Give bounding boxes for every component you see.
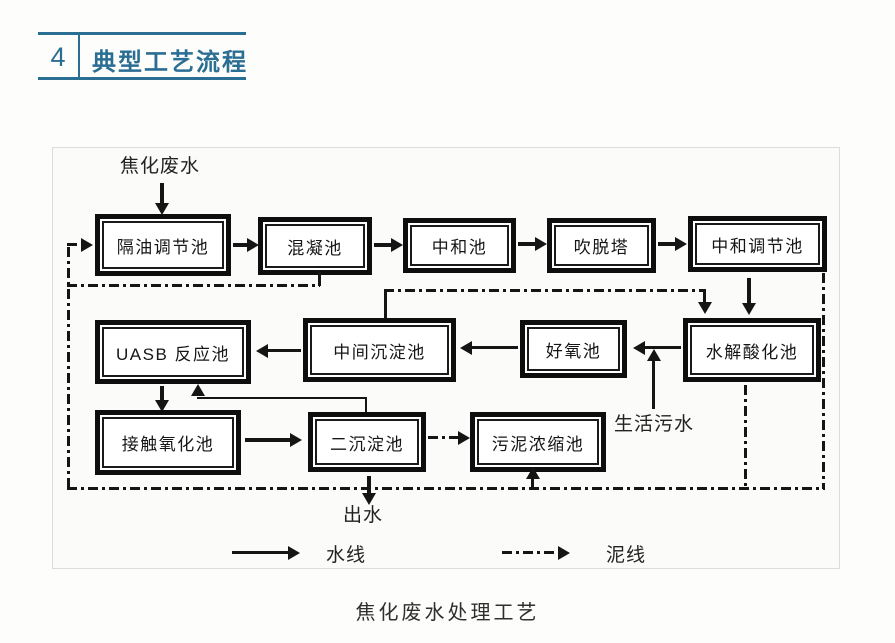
flow-arrowhead-icon — [535, 237, 547, 251]
sludge-line-branch — [67, 284, 320, 287]
domestic-sewage-label: 生活污水 — [614, 414, 695, 435]
legend-sludge-label: 泥线 — [606, 545, 647, 566]
return-line — [197, 397, 367, 399]
box-stripping-tower: 吹脱塔 — [547, 218, 656, 273]
flow-arrowhead-icon — [391, 238, 403, 252]
header-bottom-rule — [38, 77, 246, 80]
flow-arrowhead-icon — [290, 433, 302, 447]
box-coagulation-tank: 混凝池 — [258, 217, 372, 275]
box-aerobic-tank: 好氧池 — [520, 320, 627, 378]
effluent-label: 出水 — [343, 505, 384, 526]
flow-arrowhead-icon — [460, 341, 472, 355]
box-uasb-reactor: UASB 反应池 — [95, 320, 251, 384]
box-sludge-thickening-tank: 污泥浓缩池 — [470, 412, 606, 472]
intermediate-sludge-riser — [384, 292, 387, 318]
influent-arrow-line — [160, 183, 164, 207]
sludge-line-left-vertical — [67, 247, 70, 489]
flow-arrowhead-icon — [742, 303, 756, 315]
box-label: 中和池 — [410, 225, 509, 266]
box-contact-oxidation-tank: 接触氧化池 — [95, 410, 241, 475]
figure-caption: 焦化废水处理工艺 — [355, 602, 540, 624]
flow-line — [518, 242, 537, 246]
domestic-sewage-arrowhead-icon — [647, 349, 661, 361]
header-divider — [78, 32, 80, 78]
sludge-line-elbow — [67, 243, 83, 246]
box-intermediate-sedimentation-tank: 中间沉淀池 — [303, 318, 456, 382]
flow-line — [245, 438, 293, 442]
box-label: 混凝池 — [265, 224, 365, 268]
box-label: 隔油调节池 — [102, 221, 224, 269]
flow-arrowhead-icon — [256, 344, 268, 358]
hydrolysis-sludge-drop — [744, 385, 747, 488]
flow-line — [645, 346, 681, 349]
legend-sludge-line — [502, 551, 560, 554]
box-neutralization-tank: 中和池 — [403, 218, 516, 273]
flow-line — [160, 386, 164, 403]
domestic-sewage-line — [652, 360, 655, 409]
flow-line — [472, 346, 518, 349]
sludge-line-bottom — [67, 487, 825, 490]
box-label: 中和调节池 — [695, 223, 820, 265]
legend-water-line — [232, 551, 290, 554]
box-hydrolysis-acidification-tank: 水解酸化池 — [683, 318, 821, 382]
effluent-arrowhead-icon — [362, 493, 376, 505]
influent-label: 焦化废水 — [120, 156, 201, 177]
sludge-arrowhead-icon — [526, 467, 540, 479]
box-label: UASB 反应池 — [102, 327, 244, 377]
flow-arrowhead-icon — [155, 400, 169, 412]
flow-arrowhead-icon — [633, 341, 645, 355]
flow-arrowhead-icon — [247, 238, 259, 252]
influent-arrowhead-icon — [155, 203, 169, 215]
flow-line — [747, 278, 751, 305]
box-label: 好氧池 — [527, 327, 620, 371]
sludge-return-line — [384, 289, 706, 292]
sludge-return-drop — [703, 292, 706, 304]
sludge-arrowhead-icon — [81, 238, 93, 252]
box-neutralization-regulating-tank: 中和调节池 — [688, 216, 827, 272]
return-line — [365, 398, 367, 412]
flow-line — [233, 243, 249, 247]
flow-line — [268, 349, 301, 352]
legend-water-arrowhead-icon — [288, 546, 300, 560]
legend-sludge-arrowhead-icon — [558, 546, 570, 560]
coagulation-sludge-drop — [318, 271, 321, 286]
effluent-line — [367, 476, 371, 496]
box-label: 接触氧化池 — [102, 417, 234, 468]
box-label: 中间沉淀池 — [310, 325, 449, 375]
box-label: 污泥浓缩池 — [477, 419, 599, 465]
secondary-sludge-line — [428, 436, 461, 439]
legend-water-label: 水线 — [326, 545, 367, 566]
box-label: 吹脱塔 — [554, 225, 649, 266]
flow-line — [374, 243, 393, 247]
sludge-line-right-vertical — [822, 273, 825, 489]
box-label: 二沉淀池 — [315, 419, 419, 465]
return-arrowhead-icon — [191, 384, 205, 396]
sludge-arrowhead-icon — [458, 431, 470, 445]
box-oil-separation-regulating-tank: 隔油调节池 — [95, 214, 231, 276]
flow-line — [658, 242, 677, 246]
section-title: 典型工艺流程 — [92, 49, 248, 76]
section-number: 4 — [50, 41, 66, 72]
header-top-rule — [38, 32, 246, 35]
sludge-arrowhead-icon — [698, 302, 712, 314]
flow-arrowhead-icon — [675, 237, 687, 251]
box-label: 水解酸化池 — [690, 325, 814, 375]
box-secondary-sedimentation-tank: 二沉淀池 — [308, 412, 426, 472]
thickener-feed-riser — [531, 478, 534, 488]
